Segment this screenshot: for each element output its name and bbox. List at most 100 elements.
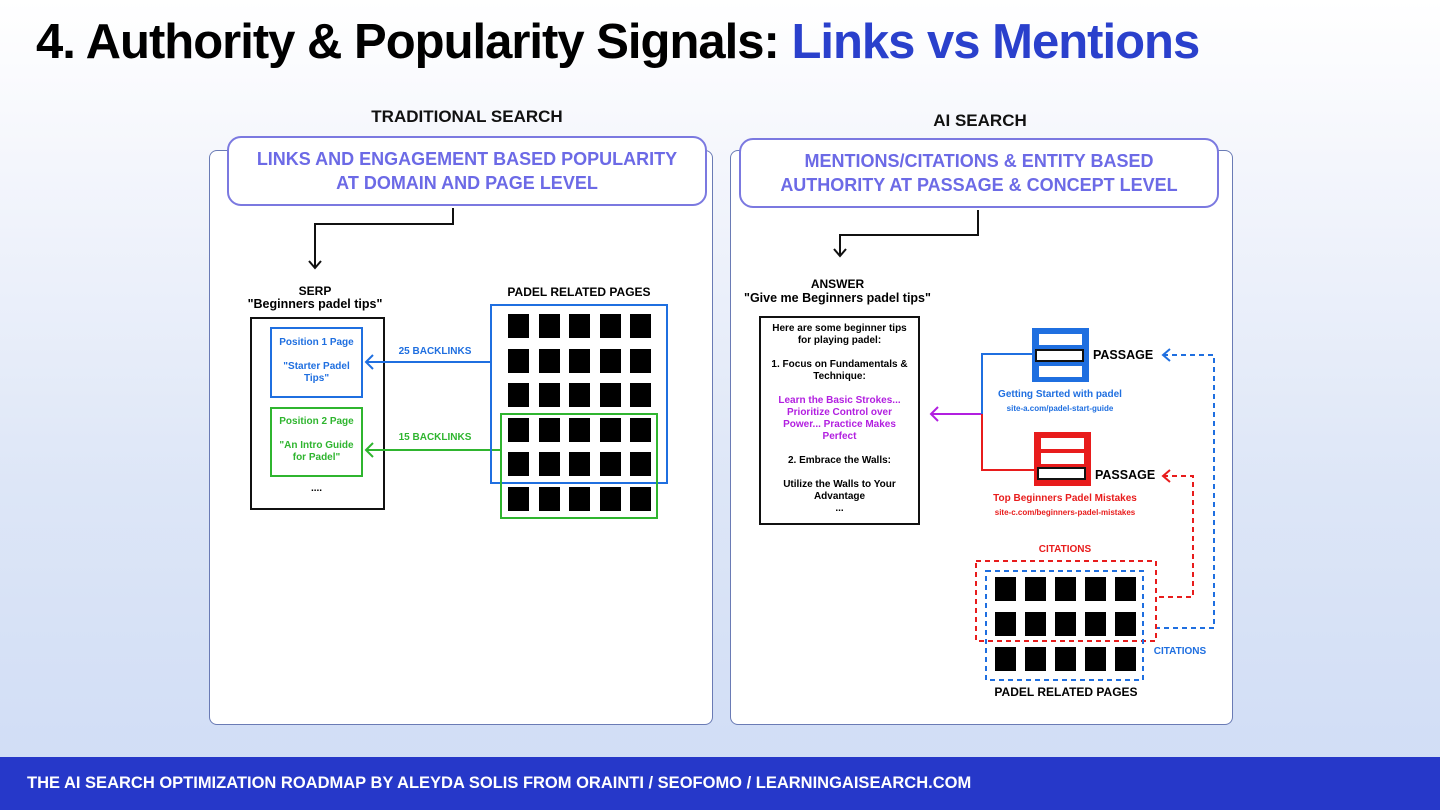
page-block [569,486,590,511]
red-document-icon [1034,432,1091,486]
ai-elbow-arrow [839,210,979,255]
page-block [1115,577,1136,601]
citations-blue-outline [985,570,1144,681]
serp-box [250,317,385,510]
traditional-arrowhead-icon [308,260,322,270]
page-block [630,452,651,476]
page-block [630,486,651,511]
answer-box [759,316,920,525]
passage1-url: site-a.com/padel-start-guide [1006,404,1114,413]
page-block [599,383,621,407]
traditional-pages-label: PADEL RELATED PAGES [507,285,651,299]
page-block [569,348,590,373]
ai-headbox-line1: MENTIONS/CITATIONS & ENTITY BASED [804,151,1154,171]
green-arrowhead-icon [364,442,374,458]
page-block [630,383,651,407]
page-block [538,417,560,442]
page-block [630,348,651,373]
answer-line: ... [835,503,844,514]
page-block [599,486,621,511]
serp-more: .... [310,483,323,494]
page-block [538,314,560,338]
ai-pages-grid [995,577,1140,677]
page-block [508,486,529,511]
page-block [1025,612,1046,636]
position2-label: Position 2 Page [279,416,354,427]
ai-pages-label: PADEL RELATED PAGES [994,685,1138,699]
passage2-label: PASSAGE [1095,468,1156,482]
page-block [630,417,651,442]
title-accent: Links vs Mentions [791,15,1200,69]
page-block [1115,612,1136,636]
page-block [508,417,529,442]
page-block [1025,647,1046,671]
traditional-pages-grid [508,314,658,514]
page-block [599,314,621,338]
pages-green-outline [500,413,658,519]
citations-blue-label: CITATIONS [1153,646,1207,657]
page-block [599,417,621,442]
page-block [1055,647,1076,671]
answer-line: for playing padel: [797,335,882,346]
answer-highlight: Learn the Basic Strokes... [778,395,901,406]
page-block [508,452,529,476]
position2-title: "An Intro Guide for Padel" [279,440,354,463]
blue-arrowhead-icon [364,354,374,370]
page-block [538,486,560,511]
slide-title: 4. Authority & Popularity Signals: Links… [36,14,1200,70]
page-block [995,647,1016,671]
red-dashed-citation-line [1157,475,1194,598]
ai-arrowhead-icon [833,248,847,258]
ai-headbox-line2: AUTHORITY AT PASSAGE & CONCEPT LEVEL [780,175,1178,195]
traditional-section-label: TRADITIONAL SEARCH [371,107,563,126]
page-block [538,383,560,407]
traditional-headbox-line1: LINKS AND ENGAGEMENT BASED POPULARITY [256,149,678,169]
answer-line: Technique: [813,371,866,382]
answer-line: 2. Embrace the Walls: [788,455,891,466]
answer-query: "Give me Beginners padel tips" [744,291,931,305]
ai-headbox: MENTIONS/CITATIONS & ENTITY BASED AUTHOR… [739,138,1219,208]
pages-blue-outline [490,304,668,484]
answer-highlight: Power... Practice Makes [783,419,896,430]
citations-red-outline [975,560,1157,642]
traditional-headbox: LINKS AND ENGAGEMENT BASED POPULARITY AT… [227,136,707,206]
page-block [995,577,1016,601]
page-block [1055,577,1076,601]
answer-line: Advantage [813,491,866,502]
page-block [569,417,590,442]
blue-branch [981,353,1032,414]
answer-title: ANSWER [810,277,865,291]
page-block [995,612,1016,636]
page-block [1085,577,1106,601]
answer-highlight: Perfect [822,431,857,442]
answer-content: Here are some beginner tips for playing … [762,323,917,515]
page-block [630,314,651,338]
serp-title: SERP [298,284,332,298]
passage1-label: PASSAGE [1093,348,1154,362]
page-block [569,452,590,476]
serp-query: "Beginners padel tips" [247,297,383,311]
blue-document-icon [1032,328,1089,382]
traditional-panel [209,150,713,725]
page-block [1085,612,1106,636]
title-prefix: 4. Authority & Popularity Signals: [36,15,792,69]
backlinks-25: 25 BACKLINKS [398,346,472,357]
page-block [508,314,529,338]
page-block [508,348,529,373]
position1-box [270,327,363,398]
blue-dashed-citation-line [1157,354,1215,629]
position1-title: "Starter Padel Tips" [283,361,350,384]
backlinks-15: 15 BACKLINKS [398,432,472,443]
page-block [538,348,560,373]
answer-line: 1. Focus on Fundamentals & [771,359,908,370]
footer-banner: THE AI SEARCH OPTIMIZATION ROADMAP BY AL… [0,757,1440,810]
page-block [599,452,621,476]
passage2-title: Top Beginners Padel Mistakes [993,493,1137,504]
passage2-url: site-c.com/beginners-padel-mistakes [994,508,1136,517]
page-block [569,383,590,407]
page-block [538,452,560,476]
blue-dashed-arrowhead-icon [1161,348,1171,362]
answer-line: Utilize the Walls to Your [783,479,896,490]
passage1-title: Getting Started with padel [998,389,1122,400]
